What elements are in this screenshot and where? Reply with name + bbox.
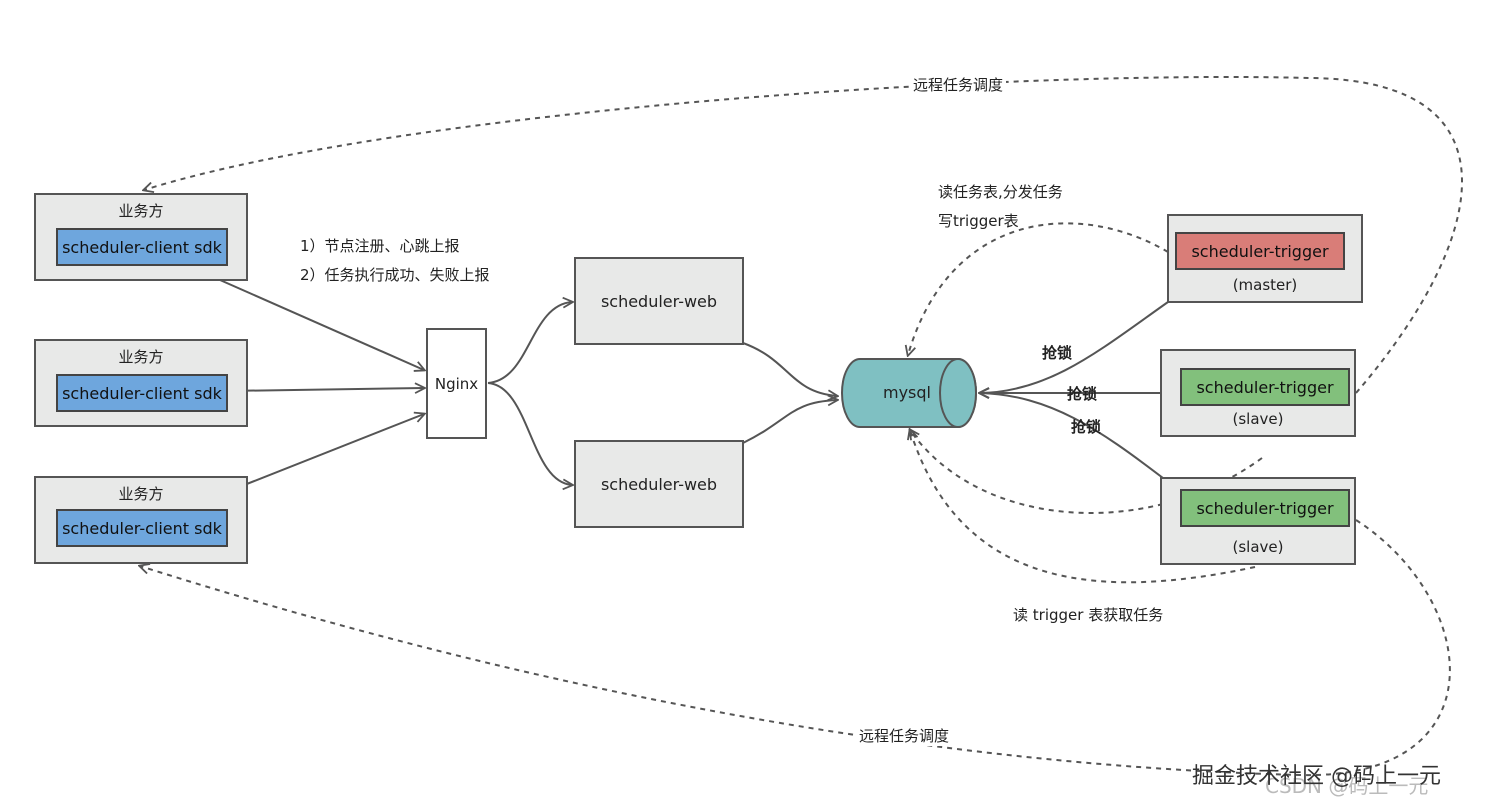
csdn-watermark: CSDN @码上一元 <box>1265 774 1429 798</box>
web2-to-mysql-line <box>742 400 837 444</box>
mysql-label: mysql <box>883 383 931 402</box>
mysql-database-icon <box>841 358 977 428</box>
business-party-box-3: 业务方 scheduler-client sdk <box>34 476 248 564</box>
scheduler-client-sdk: scheduler-client sdk <box>56 509 228 547</box>
read-trigger-table-note: 读 trigger 表获取任务 <box>1013 606 1164 624</box>
remote-dispatch-bottom-dashed <box>140 519 1451 777</box>
scheduler-web-node-2: scheduler-web <box>574 440 744 528</box>
business-party-box-2: 业务方 scheduler-client sdk <box>34 339 248 427</box>
scheduler-trigger-slave-1: scheduler-trigger <box>1180 368 1350 406</box>
client1-to-nginx-line <box>185 264 424 370</box>
scheduler-trigger-master: scheduler-trigger <box>1175 232 1345 270</box>
remote-dispatch-label-bottom: 远程任务调度 <box>856 725 953 746</box>
master-role-label: (master) <box>1232 276 1298 294</box>
lock-label-master: 抢锁 <box>1042 344 1073 362</box>
client2-to-nginx-line <box>225 388 424 391</box>
remote-dispatch-label-top: 远程任务调度 <box>910 74 1007 95</box>
scheduler-client-sdk: scheduler-client sdk <box>56 374 228 412</box>
nginx-node: Nginx <box>426 328 487 439</box>
slave2-read-dashed <box>910 430 1256 584</box>
business-party-title: 业务方 <box>118 485 164 503</box>
slave1-read-dashed <box>910 430 1263 514</box>
scheduler-trigger-slave-2: scheduler-trigger <box>1180 489 1350 527</box>
business-party-title: 业务方 <box>118 202 164 220</box>
scheduler-trigger-slave-box-2: scheduler-trigger (slave) <box>1160 477 1356 565</box>
nginx-to-web1-line <box>487 302 572 384</box>
scheduler-client-sdk: scheduler-client sdk <box>56 228 228 266</box>
web1-to-mysql-line <box>742 342 837 396</box>
report-note-line2: 2）任务执行成功、失败上报 <box>300 266 490 284</box>
scheduler-trigger-slave-box-1: scheduler-trigger (slave) <box>1160 349 1356 437</box>
master-read-write-dashed <box>908 222 1169 355</box>
write-trigger-note: 写trigger表 <box>938 212 1019 230</box>
scheduler-web-node-1: scheduler-web <box>574 257 744 345</box>
nginx-to-web2-line <box>487 382 572 485</box>
scheduler-trigger-master-box: scheduler-trigger (master) <box>1167 214 1363 303</box>
slave-role-label: (slave) <box>1232 538 1284 556</box>
master-lock-line <box>980 301 1169 393</box>
slave2-lock-line <box>980 393 1164 479</box>
business-party-title: 业务方 <box>118 348 164 366</box>
lock-label-slave1: 抢锁 <box>1067 385 1098 403</box>
business-party-box-1: 业务方 scheduler-client sdk <box>34 193 248 281</box>
read-dispatch-note: 读任务表,分发任务 <box>938 183 1063 201</box>
report-note-line1: 1）节点注册、心跳上报 <box>300 237 460 255</box>
slave-role-label: (slave) <box>1232 410 1284 428</box>
juejin-watermark: 掘金技术社区 @码上一元 <box>1192 764 1441 789</box>
lock-label-slave2: 抢锁 <box>1071 418 1102 436</box>
